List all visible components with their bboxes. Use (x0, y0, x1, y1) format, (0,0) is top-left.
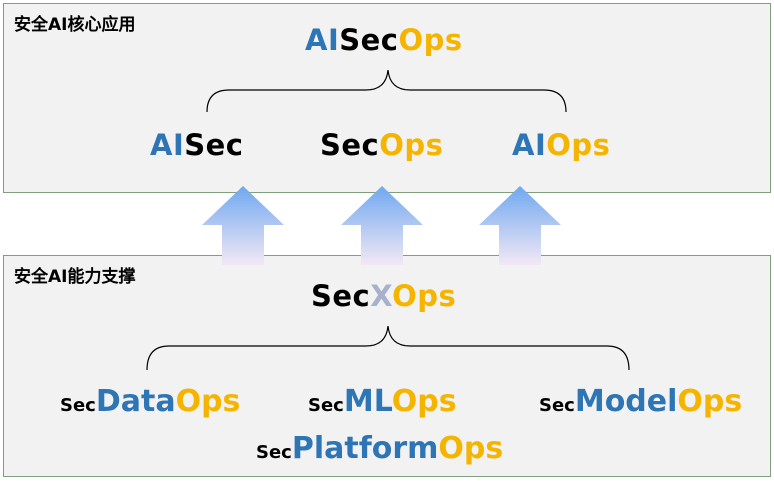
core-applications-title: 安全AI核心应用 (14, 15, 136, 35)
capability-support-panel: 安全AI能力支撑 (3, 255, 771, 477)
root-part-ai: AI (305, 23, 340, 57)
up-arrow-left (202, 186, 284, 265)
root-part-sec: Sec (339, 23, 399, 57)
aisec-label: AISec (150, 128, 244, 162)
secops-label: SecOps (320, 128, 444, 162)
secmlops-label: SecMLOps (308, 384, 457, 419)
secmodelops-label: SecModelOps (539, 384, 743, 419)
secplatformops-label: SecPlatformOps (256, 431, 504, 466)
secdataops-label: SecDataOps (60, 384, 241, 419)
aisecops-root-label: AISecOps (305, 26, 463, 55)
bottom-brace (146, 325, 630, 371)
up-arrow-right (479, 186, 561, 265)
capability-support-title: 安全AI能力支撑 (14, 267, 136, 287)
aiops-label: AIOps (512, 128, 611, 162)
up-arrow-middle (341, 186, 423, 265)
root-part-ops: Ops (398, 23, 463, 57)
secxops-root-label: SecXOps (311, 279, 457, 313)
core-applications-panel: 安全AI核心应用 (3, 3, 771, 193)
top-brace (206, 69, 567, 113)
